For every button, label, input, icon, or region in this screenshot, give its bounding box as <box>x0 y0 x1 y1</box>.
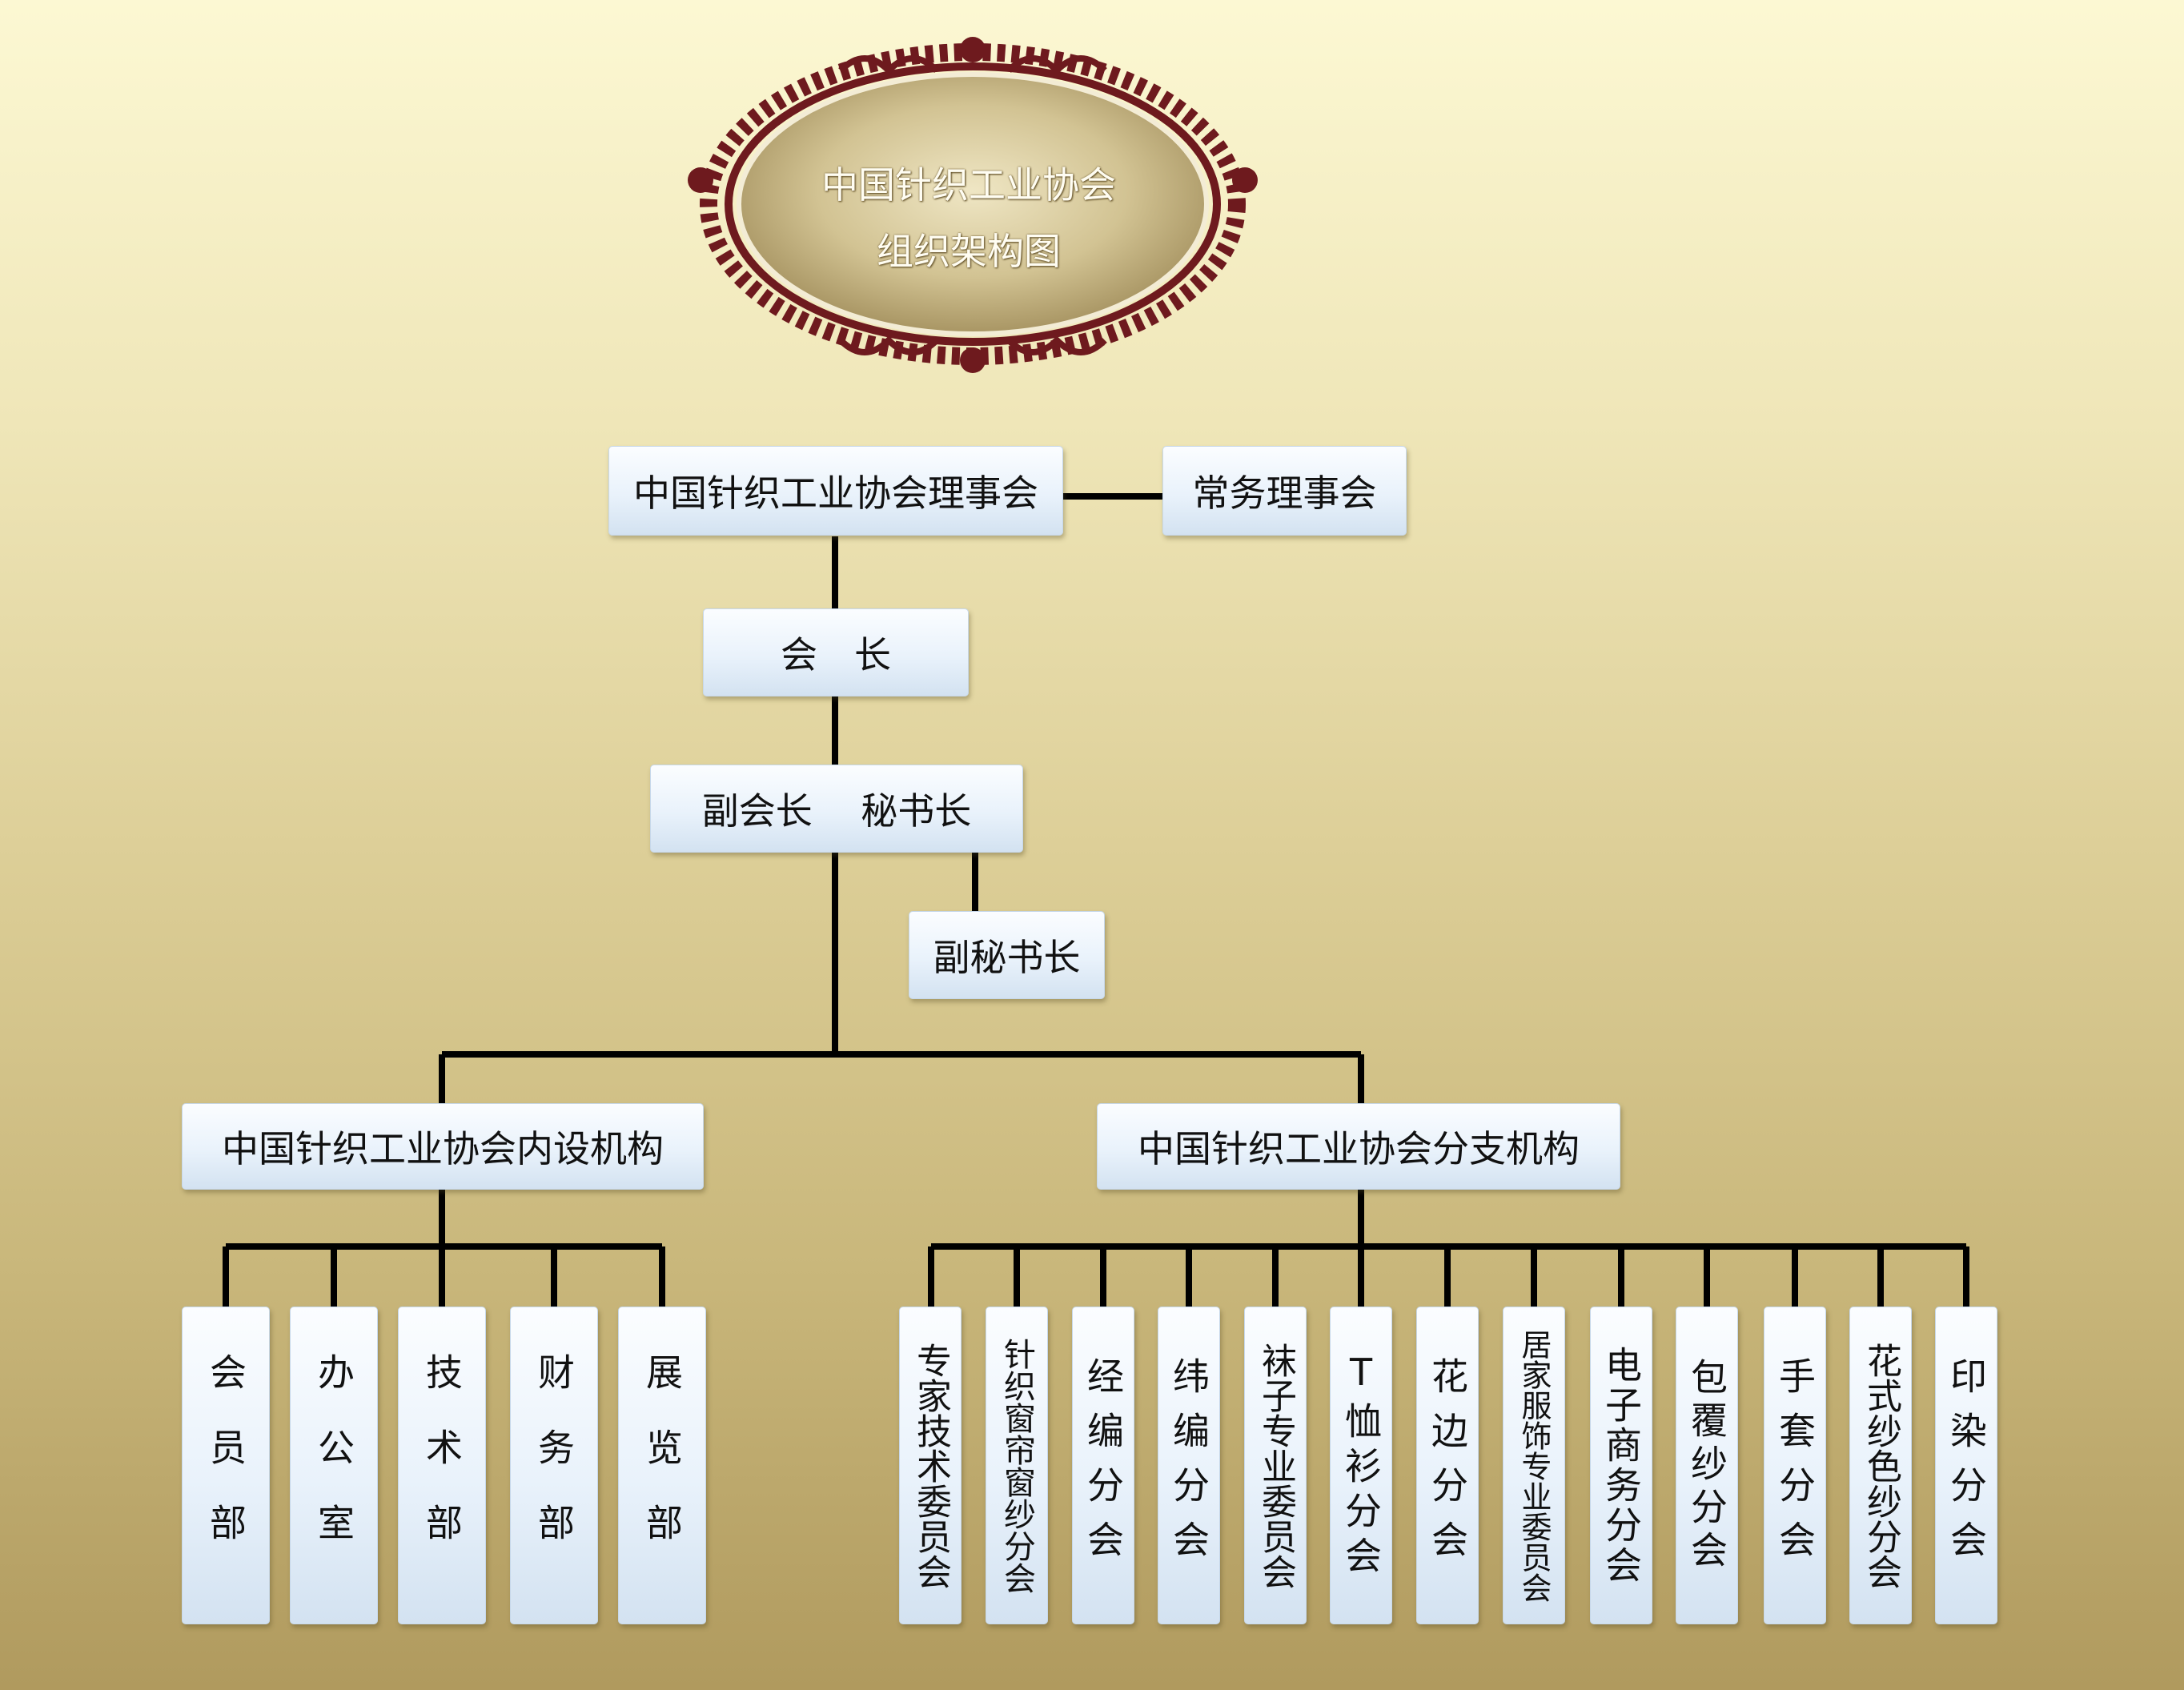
branch-unit-label: 纬编分会 <box>1167 1356 1210 1575</box>
emblem-title-line1: 中国针织工业协会 <box>821 163 1116 207</box>
dept-box: 展览部 <box>618 1307 706 1624</box>
branch-unit-box: T恤衫分会 <box>1330 1307 1392 1624</box>
council-box: 中国针织工业协会理事会 <box>608 446 1063 536</box>
dept-label: 办公室 <box>312 1352 355 1579</box>
branch-unit-box: 专家技术委员会 <box>899 1307 962 1624</box>
tree-lines <box>223 493 1969 1307</box>
dept-box: 办公室 <box>290 1307 378 1624</box>
branch-unit-label: 电子商务分会 <box>1600 1345 1643 1586</box>
branch-unit-box: 纬编分会 <box>1158 1307 1220 1624</box>
dept-label: 展览部 <box>640 1352 684 1579</box>
branch-unit-box: 手套分会 <box>1764 1307 1826 1624</box>
emblem-title-line2: 组织架构图 <box>877 230 1061 273</box>
branch-unit-label: 印染分会 <box>1945 1356 1988 1575</box>
branch-unit-box: 包覆纱分会 <box>1676 1307 1738 1624</box>
branch-unit-box: 花式纱色纱分会 <box>1849 1307 1912 1624</box>
branch-unit-box: 经编分会 <box>1072 1307 1134 1624</box>
dept-label: 会员部 <box>204 1352 247 1579</box>
branch-unit-box: 印染分会 <box>1935 1307 1997 1624</box>
branch-unit-box: 针织窗帘窗纱分会 <box>986 1307 1048 1624</box>
deputy-secretary-general-box: 副秘书长 <box>909 911 1105 999</box>
branch-unit-label: 居家服饰专业委员会 <box>1516 1328 1552 1603</box>
branch-unit-label: 手套分会 <box>1773 1356 1817 1575</box>
dept-label: 财务部 <box>532 1352 576 1579</box>
branch-unit-label: 袜子专业委员会 <box>1255 1342 1296 1589</box>
vp-secretary-general-box: 副会长 秘书长 <box>650 765 1023 853</box>
branch-unit-label: 专家技术委员会 <box>910 1342 951 1589</box>
standing-council-box: 常务理事会 <box>1162 446 1407 536</box>
branch-unit-box: 电子商务分会 <box>1590 1307 1652 1624</box>
branch-unit-label: 花式纱色纱分会 <box>1861 1342 1901 1589</box>
dept-box: 会员部 <box>182 1307 270 1624</box>
branch-unit-label: 花边分会 <box>1426 1356 1469 1575</box>
branch-unit-box: 袜子专业委员会 <box>1244 1307 1307 1624</box>
branch-unit-label: T恤衫分会 <box>1339 1350 1383 1581</box>
president-box: 会 长 <box>703 608 969 696</box>
branch-unit-label: 针织窗帘窗纱分会 <box>998 1337 1035 1594</box>
emblem-frame <box>688 37 1258 373</box>
branch-organs-box: 中国针织工业协会分支机构 <box>1097 1103 1620 1190</box>
dept-label: 技术部 <box>420 1352 464 1579</box>
dept-box: 技术部 <box>398 1307 486 1624</box>
branch-unit-box: 居家服饰专业委员会 <box>1503 1307 1565 1624</box>
internal-organs-box: 中国针织工业协会内设机构 <box>182 1103 704 1190</box>
dept-box: 财务部 <box>510 1307 598 1624</box>
branch-unit-box: 花边分会 <box>1416 1307 1479 1624</box>
branch-unit-label: 包覆纱分会 <box>1685 1357 1728 1574</box>
branch-unit-label: 经编分会 <box>1082 1356 1125 1575</box>
